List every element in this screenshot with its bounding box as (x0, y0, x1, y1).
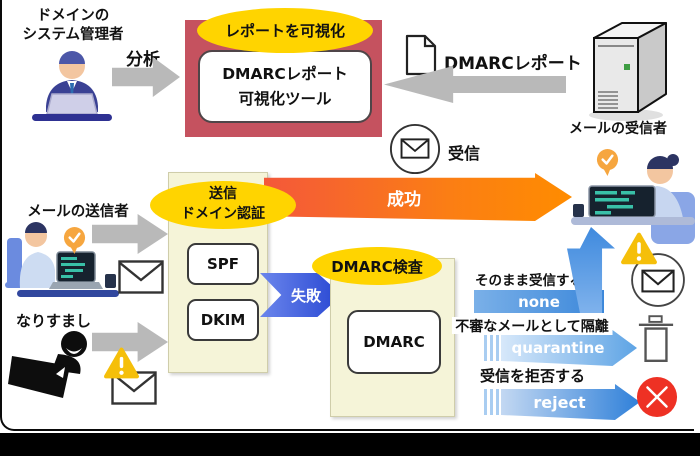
success-arrow: 成功 (264, 173, 572, 221)
tool-box-line2: 可視化ツール (238, 89, 332, 108)
document-icon (405, 34, 437, 76)
spoofer-label: なりすまし (16, 312, 92, 330)
tool-box-line1: DMARCレポート (222, 65, 348, 84)
reject-stripe-3 (496, 389, 499, 415)
outcome-quarantine-arrow: quarantine (501, 330, 637, 366)
quarantine-stripe-2 (490, 335, 493, 361)
sender-auth-bubble-line1: 送信 (209, 186, 237, 203)
success-label: 成功 (387, 189, 421, 210)
admin-person-icon (32, 51, 112, 121)
dmarc-check-bubble: DMARC検査 (312, 247, 442, 285)
dmarc-report-label: DMARCレポート (444, 54, 582, 74)
mail-server-icon (589, 22, 667, 121)
spoofer-silhouette-icon (8, 331, 87, 398)
admin-label-line1: ドメインの (36, 8, 110, 25)
outcome-quarantine-policy: quarantine (511, 339, 605, 357)
quarantined-envelope-circle-icon (631, 253, 685, 307)
outcome-reject-policy: reject (533, 392, 586, 412)
outcome-none-desc: そのまま受信する (475, 272, 583, 289)
reject-stripe-1 (484, 389, 487, 415)
admin-label-line2: システム管理者 (22, 27, 124, 43)
trash-icon (638, 315, 674, 363)
receive-label: 受信 (448, 144, 481, 163)
outcome-quarantine-desc: 不審なメールとして隔離 (452, 317, 612, 335)
footer-bar (0, 433, 700, 456)
sender-check-bubble-icon (63, 227, 86, 254)
sender-label: メールの送信者 (27, 204, 129, 220)
outcome-reject-desc: 受信を拒否する (470, 366, 595, 385)
recipient-warning-triangle-icon (621, 232, 657, 265)
failure-label: 失敗 (290, 286, 321, 305)
reject-x-icon (636, 376, 678, 418)
outcome-none-bar: none (474, 290, 604, 313)
sender-envelope-icon (118, 260, 164, 294)
outcome-none-policy: none (518, 292, 560, 311)
sender-auth-bubble-line2: ドメイン認証 (181, 206, 265, 222)
admin-label: ドメインの システム管理者 (10, 7, 136, 45)
visualize-report-bubble: レポートを可視化 (197, 8, 373, 53)
receiver-server-label: メールの受信者 (569, 120, 667, 137)
spoofer-warning-triangle-icon (104, 347, 139, 379)
recipient-check-bubble-icon (596, 149, 619, 176)
receive-envelope-circle-icon (389, 123, 441, 175)
reject-stripe-2 (490, 389, 493, 415)
spf-box: SPF (187, 243, 259, 285)
sender-person-icon (5, 222, 119, 297)
outcome-reject-arrow: reject (501, 384, 640, 420)
diagram-border (0, 0, 694, 431)
quarantine-stripe-1 (484, 335, 487, 361)
dmarc-box: DMARC (347, 310, 441, 374)
quarantine-stripe-3 (496, 335, 499, 361)
sender-auth-bubble: 送信 ドメイン認証 (150, 181, 296, 229)
analysis-label: 分析 (126, 49, 160, 70)
dkim-box: DKIM (187, 299, 259, 341)
recipient-person-icon (571, 154, 695, 244)
